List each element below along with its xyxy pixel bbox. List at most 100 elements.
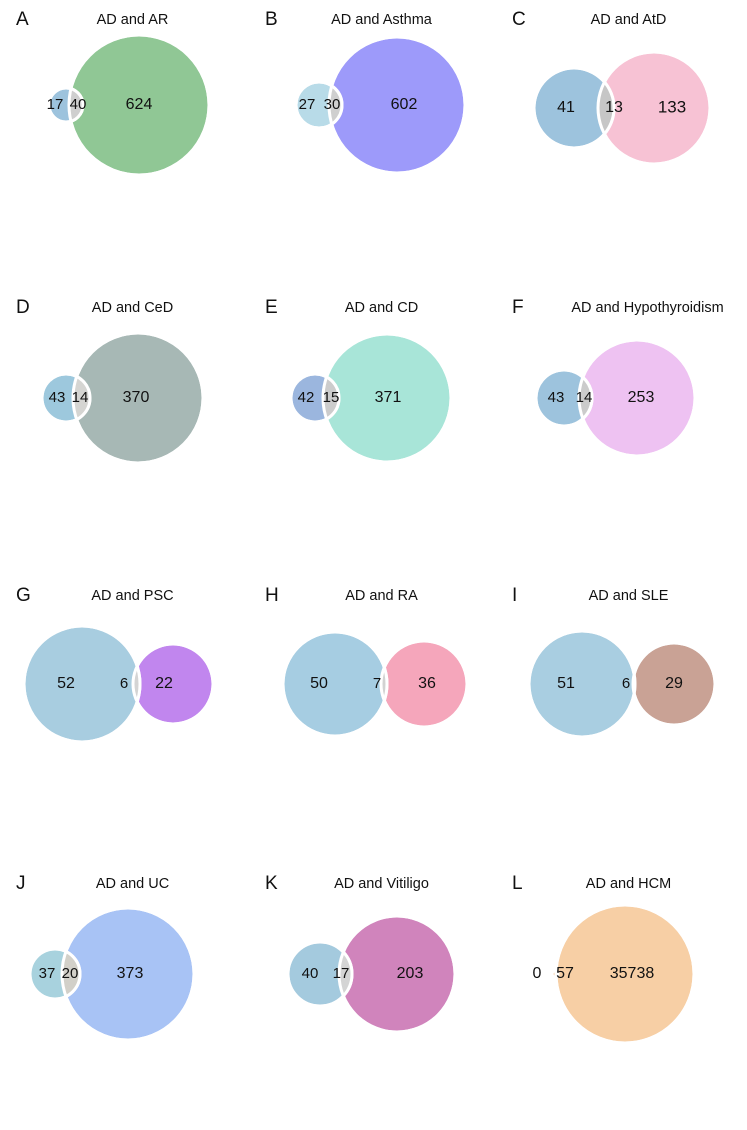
venn-circle-right-outline (71, 331, 205, 465)
venn-circle-right-outline (60, 906, 196, 1042)
venn-circle-right-outline (379, 639, 469, 729)
panel-letter: B (265, 9, 278, 30)
count-intersection: 40 (70, 96, 87, 113)
venn-circle-left-outline (527, 629, 637, 739)
venn-circle-left-outline (286, 940, 354, 1008)
count-left-only: 42 (298, 389, 315, 406)
venn-circle-right-outline (596, 50, 712, 166)
venn-diagram: 0 57 35738 (504, 894, 747, 1130)
count-intersection: 17 (333, 965, 350, 982)
count-right-only: 29 (665, 675, 683, 692)
count-right-only: 370 (123, 389, 150, 406)
venn-panel-h: H AD and RA 50 7 36 (257, 580, 506, 842)
venn-circle-left-outline (294, 80, 344, 130)
panel-letter: L (512, 873, 523, 894)
venn-diagram: 40 17 203 (257, 894, 506, 1130)
venn-circle-left-outline (47, 86, 85, 124)
panel-title: AD and AtD (590, 12, 667, 28)
venn-circle-right-outline (327, 35, 467, 175)
venn-circle-right-outline (67, 33, 211, 177)
venn-circle-left-outline (534, 368, 594, 428)
count-left-only: 50 (310, 675, 328, 692)
venn-circle-right-outline (337, 914, 457, 1034)
venn-circle-left-outline (281, 630, 389, 738)
venn-panel-l: L AD and HCM 0 57 35738 (504, 868, 747, 1130)
venn-panel-i: I AD and SLE 51 6 29 (504, 580, 747, 842)
venn-circle-left-outline (22, 624, 142, 744)
count-left-only: 43 (49, 389, 66, 406)
venn-circle-right-outline (131, 642, 215, 726)
count-intersection: 15 (323, 389, 340, 406)
venn-panel-e: E AD and CD 42 15 371 (257, 292, 506, 554)
venn-circle-right-outline (321, 332, 453, 464)
panel-title: AD and UC (95, 876, 170, 892)
count-right-only: 22 (155, 675, 173, 692)
count-left-only: 43 (548, 389, 565, 406)
count-right-only: 203 (397, 965, 424, 982)
count-right-only: 35738 (610, 965, 655, 982)
panel-letter: C (512, 9, 526, 30)
count-intersection: 14 (72, 389, 89, 406)
panel-title: AD and PSC (91, 588, 174, 604)
count-intersection: 7 (373, 675, 381, 692)
count-right-only: 371 (375, 389, 402, 406)
venn-circle-left-outline (289, 372, 341, 424)
count-right-only: 36 (418, 675, 436, 692)
venn-diagram: 42 15 371 (257, 318, 506, 554)
panel-letter: I (512, 585, 518, 606)
panel-letter: A (16, 9, 29, 30)
panel-title: AD and Asthma (331, 12, 432, 28)
count-intersection: 6 (120, 675, 128, 692)
panel-title: AD and AR (96, 12, 169, 28)
venn-circle-right-outline (554, 903, 696, 1045)
venn-panel-g: G AD and PSC 52 6 22 (8, 580, 257, 842)
venn-panel-j: J AD and UC 37 20 373 (8, 868, 257, 1130)
venn-circle-left-outline (28, 947, 82, 1001)
panel-title: AD and SLE (588, 588, 669, 604)
count-left-only: 0 (533, 965, 542, 982)
panel-title: AD and Hypothyroidism (571, 300, 724, 316)
count-intersection: 20 (62, 965, 79, 982)
venn-circle-left-outline (532, 66, 616, 150)
panel-title: AD and CeD (91, 300, 174, 316)
count-left-only: 41 (557, 99, 575, 116)
count-right-only: 624 (126, 96, 153, 113)
venn-diagram: 50 7 36 (257, 606, 506, 842)
panel-letter: J (16, 873, 26, 894)
venn-diagram: 52 6 22 (8, 606, 257, 842)
count-right-only: 373 (117, 965, 144, 982)
venn-circle-left-outline (40, 372, 92, 424)
count-left-only: 52 (57, 675, 75, 692)
venn-circle-right-outline (577, 338, 697, 458)
panel-letter: H (265, 585, 279, 606)
panel-letter: G (16, 585, 31, 606)
count-left-only: 51 (557, 675, 575, 692)
count-left-only: 37 (39, 965, 56, 982)
count-right-only: 133 (658, 97, 686, 116)
panel-title: AD and CD (344, 300, 419, 316)
panel-title: AD and RA (345, 588, 418, 604)
count-left-only: 40 (302, 965, 319, 982)
panel-letter: D (16, 297, 30, 318)
venn-diagram: 51 6 29 (504, 606, 747, 842)
venn-circle-right-outline (631, 641, 717, 727)
venn-diagram: 37 20 373 (8, 894, 257, 1130)
panel-title: AD and HCM (585, 876, 672, 892)
panel-letter: F (512, 297, 524, 318)
count-intersection: 30 (324, 96, 341, 113)
count-intersection: 6 (622, 675, 630, 692)
venn-diagram: 43 14 370 (8, 318, 257, 554)
panel-letter: K (265, 873, 278, 894)
panel-letter: E (265, 297, 278, 318)
count-intersection: 14 (576, 389, 593, 406)
count-intersection: 57 (556, 965, 574, 982)
venn-panel-d: D AD and CeD 43 14 370 (8, 292, 257, 554)
